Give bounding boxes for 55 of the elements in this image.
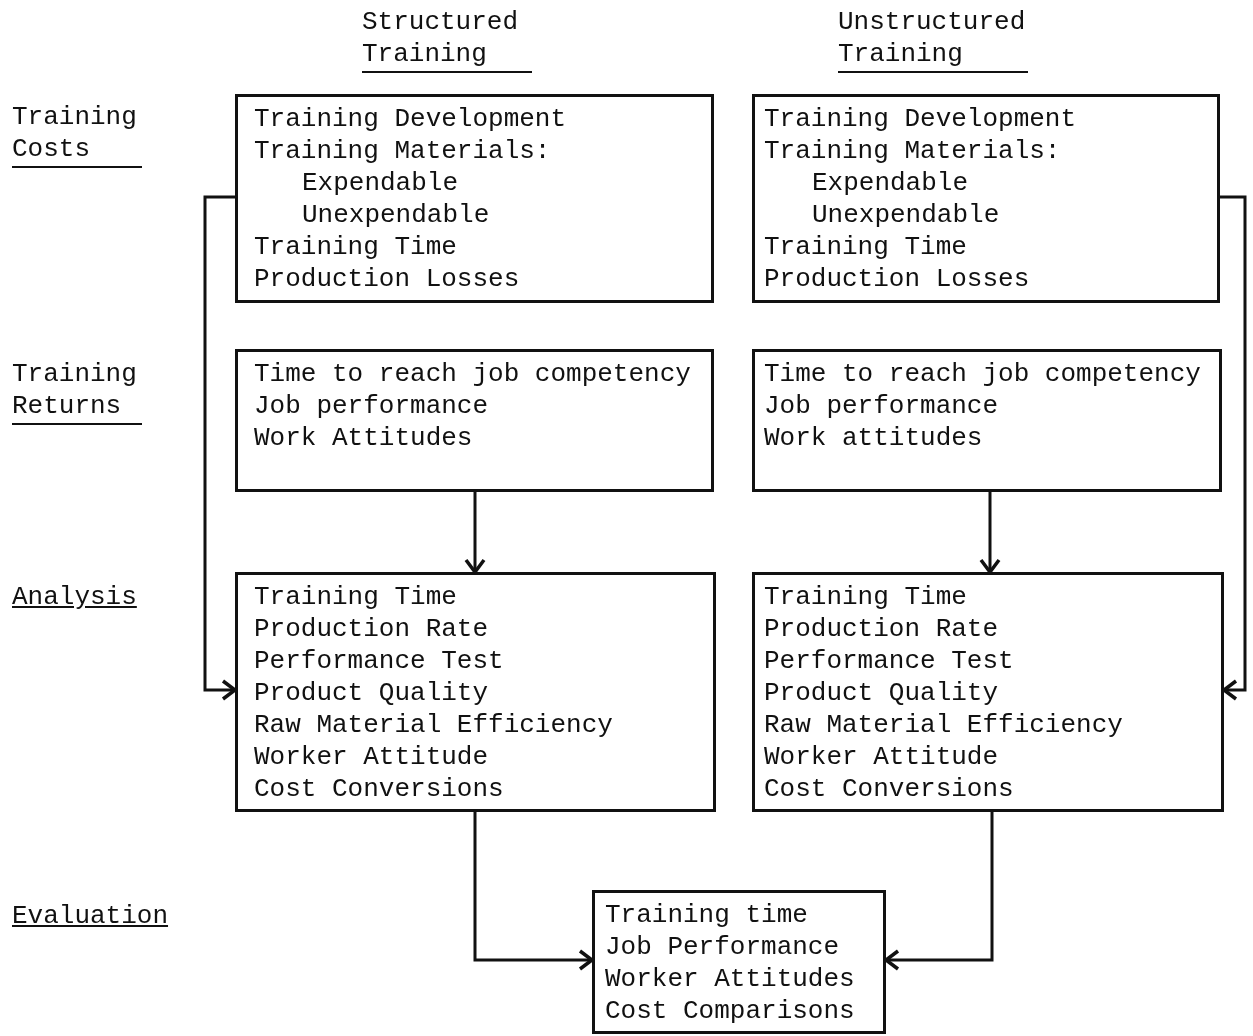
- list-item: Job performance: [764, 390, 999, 422]
- arrow: [979, 492, 1001, 574]
- row-heading: Evaluation: [12, 900, 170, 932]
- list-item: Job Performance: [605, 931, 840, 963]
- list-item: Product Quality: [764, 677, 999, 709]
- list-item: Worker Attitudes: [605, 963, 855, 995]
- text-box: [592, 890, 886, 1034]
- list-item: Training Materials:: [254, 135, 551, 167]
- arrow: [473, 812, 594, 971]
- text-box: [752, 349, 1222, 492]
- arrow: [203, 195, 237, 701]
- list-item: Expendable: [812, 167, 969, 199]
- list-item: Production Rate: [254, 613, 489, 645]
- list-item: Time to reach job competency: [254, 358, 691, 390]
- list-item: Worker Attitude: [764, 741, 999, 773]
- list-item: Performance Test: [764, 645, 1014, 677]
- list-item: Cost Comparisons: [605, 995, 855, 1027]
- list-item: Training Time: [254, 581, 457, 613]
- list-item: Time to reach job competency: [764, 358, 1201, 390]
- list-item: Training Time: [764, 581, 967, 613]
- list-item: Job performance: [254, 390, 489, 422]
- list-item: Expendable: [302, 167, 459, 199]
- row-heading: Training Costs: [12, 101, 138, 165]
- row-heading: Analysis: [12, 581, 138, 613]
- list-item: Work attitudes: [764, 422, 983, 454]
- list-item: Worker Attitude: [254, 741, 489, 773]
- text-box: [752, 94, 1220, 303]
- text-box: [752, 572, 1224, 812]
- list-item: Cost Conversions: [764, 773, 1014, 805]
- row-heading: Training Returns: [12, 358, 138, 422]
- list-item: Cost Conversions: [254, 773, 504, 805]
- list-item: Training Development: [254, 103, 567, 135]
- arrow: [1220, 195, 1247, 701]
- list-item: Unexpendable: [812, 199, 1000, 231]
- column-heading: Structured Training: [362, 6, 520, 70]
- list-item: Raw Material Efficiency: [254, 709, 613, 741]
- list-item: Production Losses: [764, 263, 1030, 295]
- list-item: Training time: [605, 899, 808, 931]
- arrow: [884, 812, 994, 971]
- list-item: Training Time: [764, 231, 967, 263]
- text-box: [235, 94, 714, 303]
- list-item: Production Losses: [254, 263, 520, 295]
- list-item: Training Materials:: [764, 135, 1061, 167]
- list-item: Training Time: [254, 231, 457, 263]
- list-item: Training Development: [764, 103, 1077, 135]
- list-item: Unexpendable: [302, 199, 490, 231]
- list-item: Production Rate: [764, 613, 999, 645]
- text-box: [235, 572, 716, 812]
- list-item: Product Quality: [254, 677, 489, 709]
- list-item: Performance Test: [254, 645, 504, 677]
- list-item: Raw Material Efficiency: [764, 709, 1123, 741]
- list-item: Work Attitudes: [254, 422, 473, 454]
- column-heading: Unstructured Training: [838, 6, 1027, 70]
- text-box: [235, 349, 714, 492]
- arrow: [464, 492, 486, 574]
